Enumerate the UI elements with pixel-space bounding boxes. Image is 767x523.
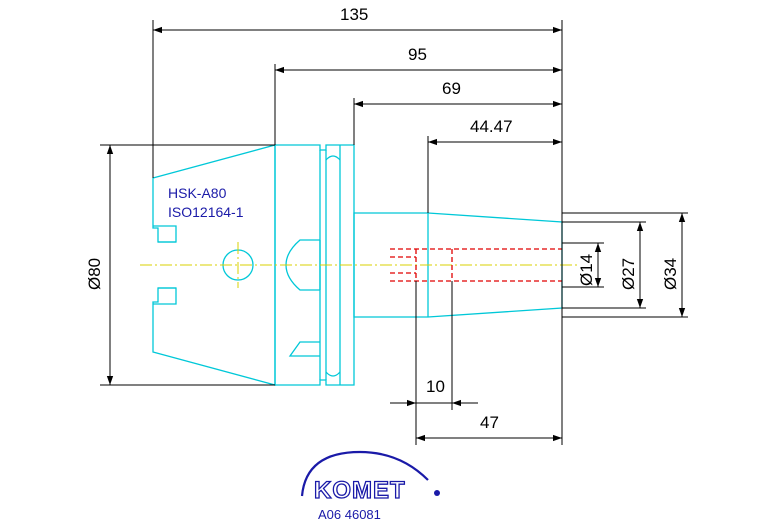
flange-v-groove-top bbox=[325, 155, 341, 161]
dim-dia27-label: Ø27 bbox=[619, 258, 638, 290]
iso-standard-note: ISO12164-1 bbox=[168, 204, 244, 220]
centerlines bbox=[140, 242, 580, 288]
dim-44-47-label: 44.47 bbox=[470, 117, 513, 136]
hidden-bore bbox=[390, 248, 562, 282]
dim-dia80-label: Ø80 bbox=[85, 258, 104, 290]
flange-orient-notch bbox=[288, 341, 320, 357]
dimension-lines bbox=[100, 20, 688, 445]
komet-logo: KOMET bbox=[300, 450, 440, 505]
dim-10-label: 10 bbox=[426, 377, 445, 396]
dim-69-label: 69 bbox=[442, 79, 461, 98]
flange-v-groove-bottom bbox=[325, 371, 341, 377]
part-code: A06 46081 bbox=[318, 507, 381, 522]
logo-arc bbox=[300, 450, 429, 497]
logo-brand-text: KOMET bbox=[314, 477, 406, 504]
dim-dia34-label: Ø34 bbox=[661, 258, 680, 290]
dim-dia14-label: Ø14 bbox=[577, 254, 596, 286]
flange-outline bbox=[274, 144, 355, 386]
dim-135-label: 135 bbox=[340, 5, 368, 24]
hsk-interface-note: HSK-A80 bbox=[168, 185, 227, 201]
dim-47-label: 47 bbox=[480, 413, 499, 432]
dim-95-label: 95 bbox=[408, 45, 427, 64]
logo-dot bbox=[434, 490, 440, 496]
